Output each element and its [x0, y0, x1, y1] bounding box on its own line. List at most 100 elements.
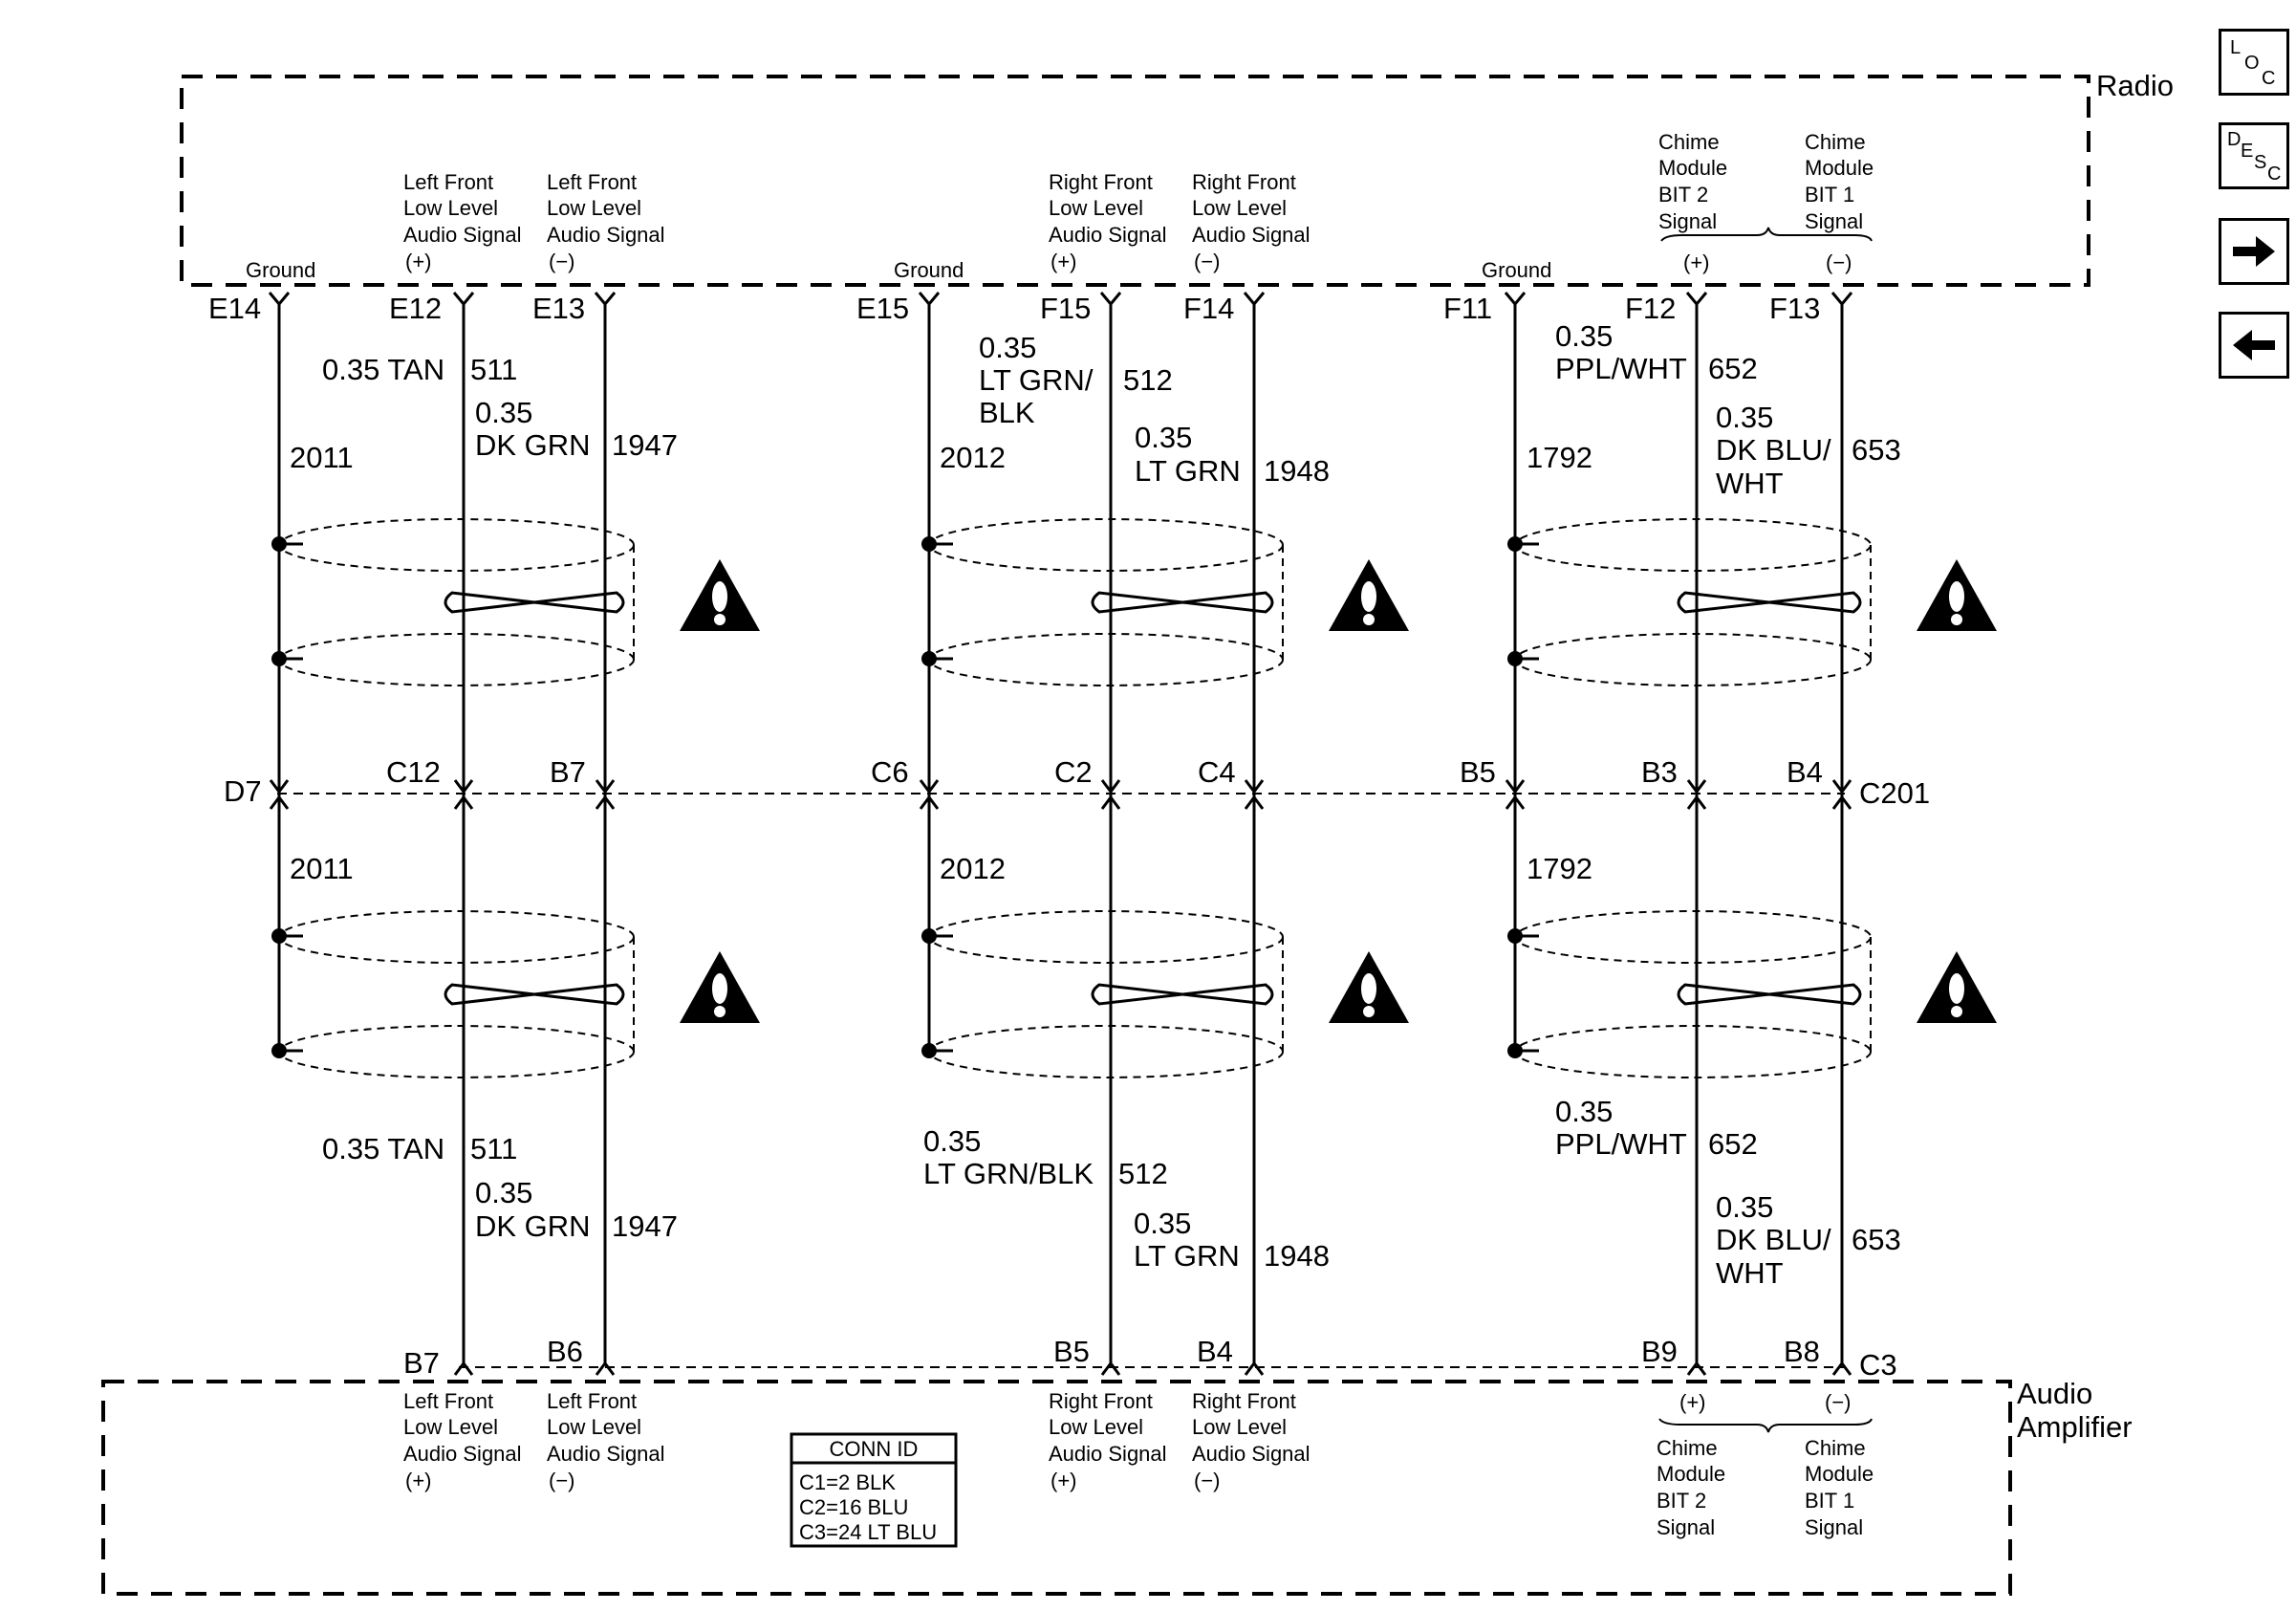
shield-chime-lower: [1507, 910, 1997, 1078]
up-653-color: DK BLU/: [1716, 433, 1831, 467]
shield-rf-lower: [921, 910, 1409, 1078]
pin-F13: F13: [1769, 292, 1820, 325]
amp-lf-minus-1: Left Front: [547, 1389, 637, 1413]
radio-ground-1: Ground: [246, 258, 315, 282]
amplifier-label-line2: Amplifier: [2017, 1410, 2133, 1444]
amp-chime-plus: (+): [1679, 1390, 1706, 1414]
amp-pin-B4: B4: [1197, 1335, 1233, 1368]
amp-pin-B5: B5: [1053, 1335, 1090, 1368]
up-511-color: 0.35 TAN: [322, 353, 444, 386]
splice-dot-bottom: [921, 651, 937, 666]
lower-wire-labels: 2011 2012 1792 0.35 TAN 511 0.35 DK GRN …: [290, 852, 1901, 1290]
low-2012: 2012: [940, 852, 1006, 885]
shield-top-ellipse: [928, 518, 1284, 572]
twisted-pair-shields: [271, 518, 1997, 1078]
pin-B5: B5: [1460, 755, 1496, 789]
amp-pin-B6: B6: [547, 1335, 583, 1368]
pin-B4: B4: [1787, 755, 1823, 789]
warning-triangle-icon: [680, 559, 760, 631]
upper-wire-labels: 0.35 TAN 511 0.35 DK GRN 1947 2011 0.35 …: [290, 319, 1901, 500]
radio-chime-bit2-1: Chime: [1658, 130, 1720, 154]
next-page-button[interactable]: [2219, 218, 2289, 285]
low-511-color: 0.35 TAN: [322, 1132, 444, 1165]
radio-rf-plus-1: Right Front: [1049, 170, 1153, 194]
up-2011: 2011: [290, 441, 354, 474]
shield-top-ellipse: [278, 518, 635, 572]
radio-lf-minus-2: Low Level: [547, 196, 641, 220]
low-653-color: DK BLU/: [1716, 1223, 1831, 1256]
shield-bottom-ellipse: [278, 633, 635, 686]
radio-lf-minus-4: (−): [549, 250, 575, 273]
radio-pin-marks: [268, 292, 1853, 307]
low-1792: 1792: [1527, 852, 1592, 885]
amp-pin-labels: B7 B6 B5 B4 B9 B8: [403, 1335, 1820, 1380]
shield-lf-upper: [271, 518, 760, 686]
radio-chime-bit2-3: BIT 2: [1658, 183, 1708, 207]
up-1947-color: DK GRN: [475, 428, 591, 462]
c201-pin-marks: [269, 779, 1852, 810]
amp-lf-plus-1: Left Front: [403, 1389, 493, 1413]
low-512-color: LT GRN/BLK: [923, 1157, 1094, 1190]
up-653-gauge: 0.35: [1716, 401, 1773, 434]
desc-letter-s: S: [2254, 152, 2267, 173]
splice-dot-top: [921, 928, 937, 944]
shield-bottom-ellipse: [1514, 1025, 1872, 1078]
desc-letter-d: D: [2227, 129, 2242, 150]
low-653-color2: WHT: [1716, 1256, 1784, 1290]
radio-lf-plus-4: (+): [405, 250, 432, 273]
amp-rf-plus-4: (+): [1051, 1469, 1077, 1492]
desc-letter-c: C: [2267, 163, 2282, 185]
radio-module-box: [180, 75, 2090, 287]
amp-signal-labels: Left Front Low Level Audio Signal (+) Le…: [403, 1389, 1874, 1539]
up-1792: 1792: [1527, 441, 1592, 474]
amp-lf-plus-2: Low Level: [403, 1415, 498, 1439]
radio-rf-plus-3: Audio Signal: [1049, 223, 1167, 247]
up-1948-gauge: 0.35: [1135, 421, 1192, 454]
low-652-color: PPL/WHT: [1555, 1127, 1687, 1161]
shield-rf-upper: [921, 518, 1409, 686]
pin-E13: E13: [532, 292, 585, 325]
pin-C2: C2: [1054, 755, 1093, 789]
radio-chime-bit2-4: Signal: [1658, 209, 1717, 233]
amp-chime-bit2-1: Chime: [1657, 1436, 1718, 1460]
up-511-circuit: 511: [470, 353, 517, 386]
amp-rf-minus-1: Right Front: [1192, 1389, 1296, 1413]
radio-lf-plus-2: Low Level: [403, 196, 498, 220]
conn-id-box: CONN ID C1=2 BLK C2=16 BLU C3=24 LT BLU: [790, 1432, 958, 1548]
splice-dot-top: [921, 536, 937, 552]
amplifier-label-line1: Audio: [2017, 1377, 2092, 1410]
amp-lf-minus-2: Low Level: [547, 1415, 641, 1439]
twist-symbol: [444, 983, 625, 1006]
arrow-right-icon: [2233, 236, 2275, 267]
previous-page-button[interactable]: [2219, 312, 2289, 379]
up-512-color2: BLK: [979, 396, 1035, 429]
warning-triangle-icon: [1917, 559, 1997, 631]
pin-B3: B3: [1641, 755, 1678, 789]
loc-letter-o: O: [2244, 53, 2260, 74]
splice-dot-top: [1507, 928, 1523, 944]
amp-rf-minus-4: (−): [1194, 1469, 1221, 1492]
pin-F14: F14: [1183, 292, 1234, 325]
splice-dot-bottom: [271, 651, 287, 666]
radio-rf-minus-2: Low Level: [1192, 196, 1287, 220]
radio-ground-2: Ground: [894, 258, 964, 282]
warning-triangle-icon: [680, 951, 760, 1023]
shield-bottom-ellipse: [928, 1025, 1284, 1078]
radio-lf-plus-3: Audio Signal: [403, 223, 522, 247]
amp-lf-minus-3: Audio Signal: [547, 1442, 665, 1466]
up-652-gauge: 0.35: [1555, 319, 1613, 353]
low-1947-gauge: 0.35: [475, 1176, 532, 1209]
amp-chime-bit1-4: Signal: [1805, 1515, 1863, 1539]
shield-top-ellipse: [1514, 910, 1872, 964]
twist-symbol: [444, 591, 625, 614]
amp-chime-bit1-1: Chime: [1805, 1436, 1866, 1460]
c201-label: C201: [1859, 776, 1930, 810]
pin-F12: F12: [1625, 292, 1676, 325]
location-button[interactable]: L O C: [2219, 29, 2289, 96]
amp-rf-minus-2: Low Level: [1192, 1415, 1287, 1439]
description-button[interactable]: D E S C: [2219, 122, 2289, 189]
up-653-color2: WHT: [1716, 467, 1784, 500]
conn-id-row-1: C1=2 BLK: [799, 1470, 896, 1494]
pin-E12: E12: [389, 292, 442, 325]
low-512-gauge: 0.35: [923, 1124, 981, 1158]
